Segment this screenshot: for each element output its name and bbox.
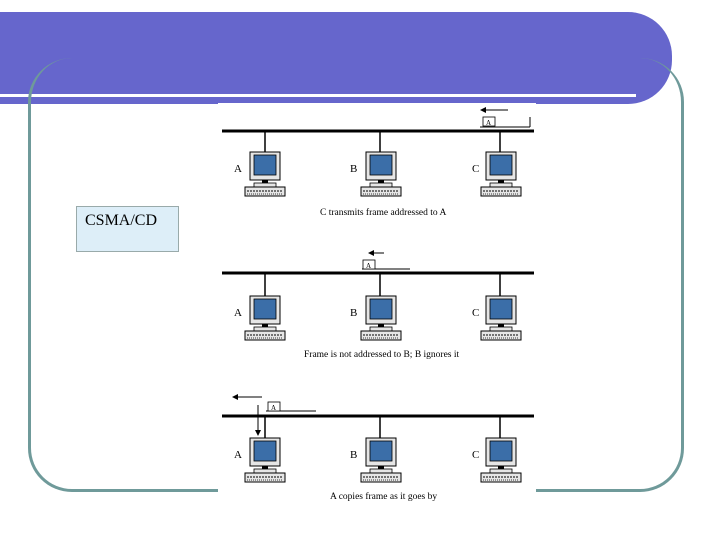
station-b-label: B xyxy=(350,449,357,461)
computer-icon xyxy=(244,437,286,483)
frame-box xyxy=(362,259,376,270)
computer-icon xyxy=(360,437,402,483)
title-bar xyxy=(0,12,672,104)
station-a-label: A xyxy=(234,307,242,319)
frame-address: A xyxy=(486,119,491,127)
station-a-label: A xyxy=(234,163,242,175)
label-box xyxy=(76,206,179,252)
panel-1: A B C A C transmits frame addressed to A xyxy=(222,107,534,218)
frame-address: A xyxy=(366,262,371,270)
computer-icon xyxy=(480,295,522,341)
computer-icon xyxy=(480,437,522,483)
caption-1: C transmits frame addressed to A xyxy=(320,207,447,218)
title-underline xyxy=(0,94,636,97)
panel-2: A B C A Frame is not addressed to B; B i… xyxy=(222,250,534,360)
caption-3: A copies frame as it goes by xyxy=(330,491,437,502)
station-c-label: C xyxy=(472,163,479,175)
frame-address: A xyxy=(271,404,276,412)
station-c-label: C xyxy=(472,449,479,461)
computer-icon xyxy=(360,151,402,197)
computer-icon xyxy=(360,295,402,341)
frame-box xyxy=(482,116,496,127)
station-b-label: B xyxy=(350,307,357,319)
station-c-label: C xyxy=(472,307,479,319)
computer-icon xyxy=(244,151,286,197)
frame-box xyxy=(267,401,281,412)
computer-icon xyxy=(480,151,522,197)
label-text: CSMA/CD xyxy=(85,212,158,229)
computer-icon xyxy=(244,295,286,341)
panel-3: A B C A A copies frame as it goes by xyxy=(222,394,534,502)
caption-2: Frame is not addressed to B; B ignores i… xyxy=(304,350,460,360)
station-a-label: A xyxy=(234,449,242,461)
station-b-label: B xyxy=(350,163,357,175)
